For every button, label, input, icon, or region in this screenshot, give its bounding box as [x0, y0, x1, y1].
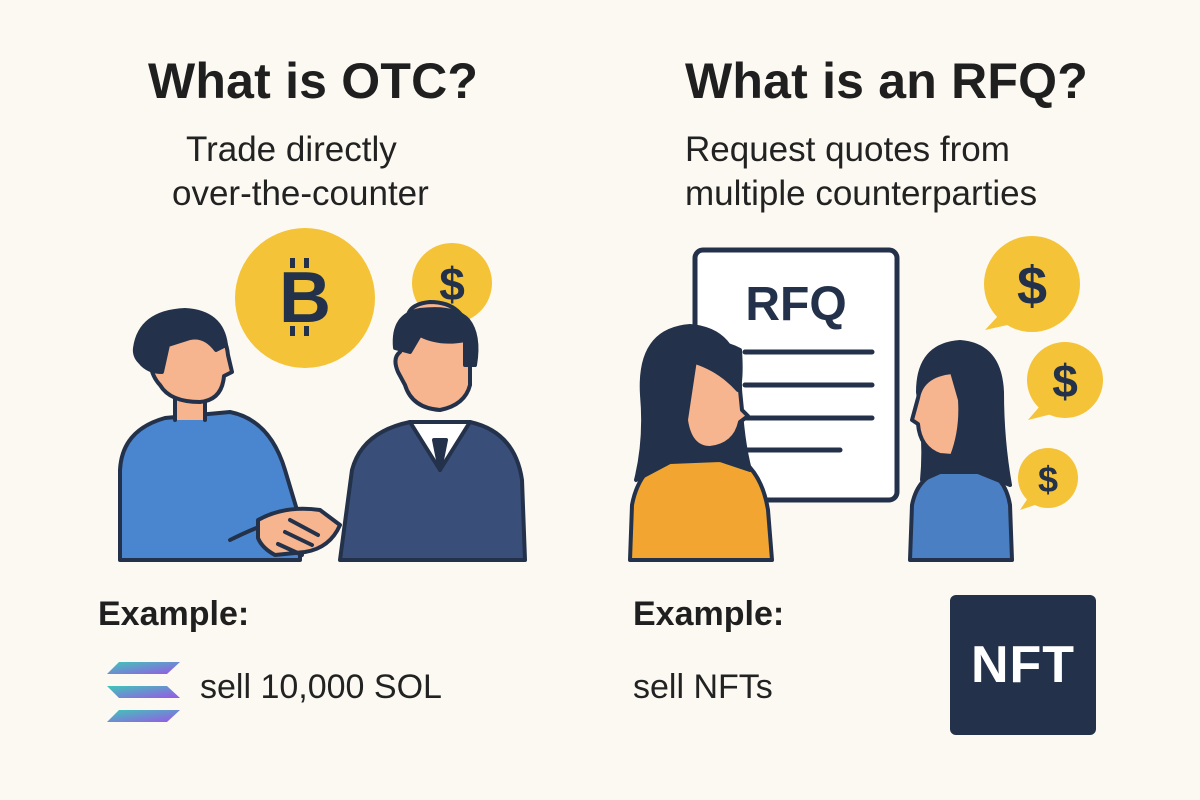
otc-panel: What is OTC? Trade directly over-the-cou… — [98, 53, 527, 722]
person-woman-left-figure — [628, 324, 774, 562]
dollar-bubble-medium-icon: $ — [1027, 342, 1103, 420]
rfq-dollar-symbol-1: $ — [1017, 256, 1047, 316]
nft-badge: NFT — [950, 595, 1096, 735]
otc-subtitle-line1: Trade directly — [186, 130, 397, 169]
handshake-icon — [256, 506, 342, 557]
otc-illustration: B $ — [118, 228, 527, 562]
rfq-document-label: RFQ — [745, 278, 846, 331]
rfq-subtitle-line2: multiple counterparties — [685, 174, 1038, 213]
dollar-bubble-large-icon: $ — [984, 236, 1080, 332]
bitcoin-coin-icon: B — [235, 228, 375, 368]
rfq-dollar-symbol-2: $ — [1052, 355, 1078, 407]
otc-example-label: Example: — [98, 595, 250, 633]
rfq-title: What is an RFQ? — [685, 53, 1088, 109]
rfq-subtitle-line1: Request quotes from — [685, 130, 1010, 169]
rfq-panel: What is an RFQ? Request quotes from mult… — [600, 0, 1200, 800]
otc-dollar-symbol: $ — [439, 258, 465, 310]
otc-title: What is OTC? — [148, 53, 479, 109]
rfq-example-label: Example: — [633, 595, 785, 633]
bitcoin-symbol: B — [279, 258, 331, 338]
person-left-figure — [118, 308, 302, 562]
otc-example-text: sell 10,000 SOL — [200, 668, 442, 706]
person-right-figure — [338, 300, 527, 562]
rfq-example-text: sell NFTs — [633, 668, 773, 706]
otc-subtitle-line2: over-the-counter — [172, 174, 429, 213]
rfq-dollar-symbol-3: $ — [1038, 459, 1058, 500]
rfq-illustration: RFQ $ $ $ — [628, 236, 1103, 562]
solana-logo-icon — [107, 662, 180, 722]
dollar-bubble-small-icon: $ — [1018, 448, 1078, 510]
person-woman-right-figure — [908, 340, 1014, 562]
